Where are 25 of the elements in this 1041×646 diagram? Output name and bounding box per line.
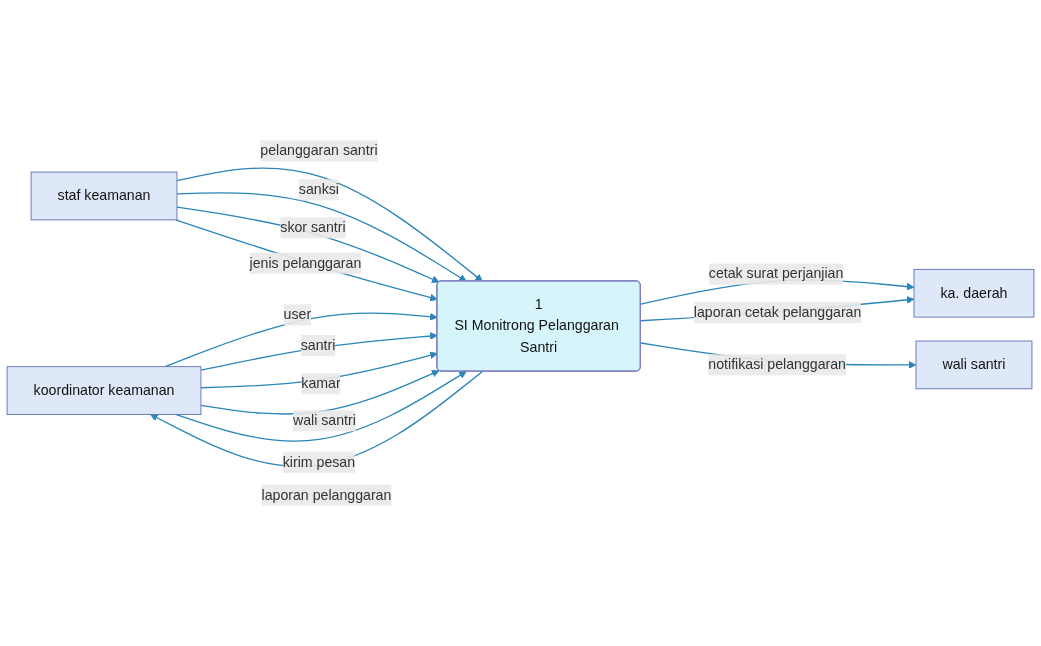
arrow	[176, 192, 467, 282]
edge-label: wali santri	[292, 412, 356, 428]
arrow	[175, 371, 467, 442]
edge-label: kirim pesan	[282, 454, 356, 470]
edge-label: kamar	[301, 375, 341, 391]
arrow	[164, 312, 438, 368]
arrow	[200, 369, 440, 415]
edge-label: notifikasi pelanggaran	[708, 356, 846, 372]
edge-label: laporan cetak pelanggaran	[693, 304, 862, 320]
arrow	[176, 206, 440, 283]
edge-label: user	[283, 306, 312, 323]
arrow	[176, 167, 483, 282]
arrow	[175, 219, 438, 302]
node-box: wali santri	[915, 340, 1033, 390]
edge-label: skor santri	[280, 219, 346, 235]
node-box: ka. daerah	[913, 268, 1035, 318]
edge-label: pelanggaran santri	[260, 142, 378, 158]
edge-label: santri	[300, 337, 336, 353]
node-box: staf keamanan	[30, 171, 178, 221]
edge-label: cetak surat perjanjian	[708, 266, 844, 282]
node-box: koordinator keamanan	[6, 366, 202, 415]
edge-label: laporan pelanggaran	[261, 487, 392, 503]
edge-label: jenis pelanggaran	[249, 255, 362, 271]
edge-label: sanksi	[298, 181, 339, 197]
arrow	[200, 332, 438, 371]
